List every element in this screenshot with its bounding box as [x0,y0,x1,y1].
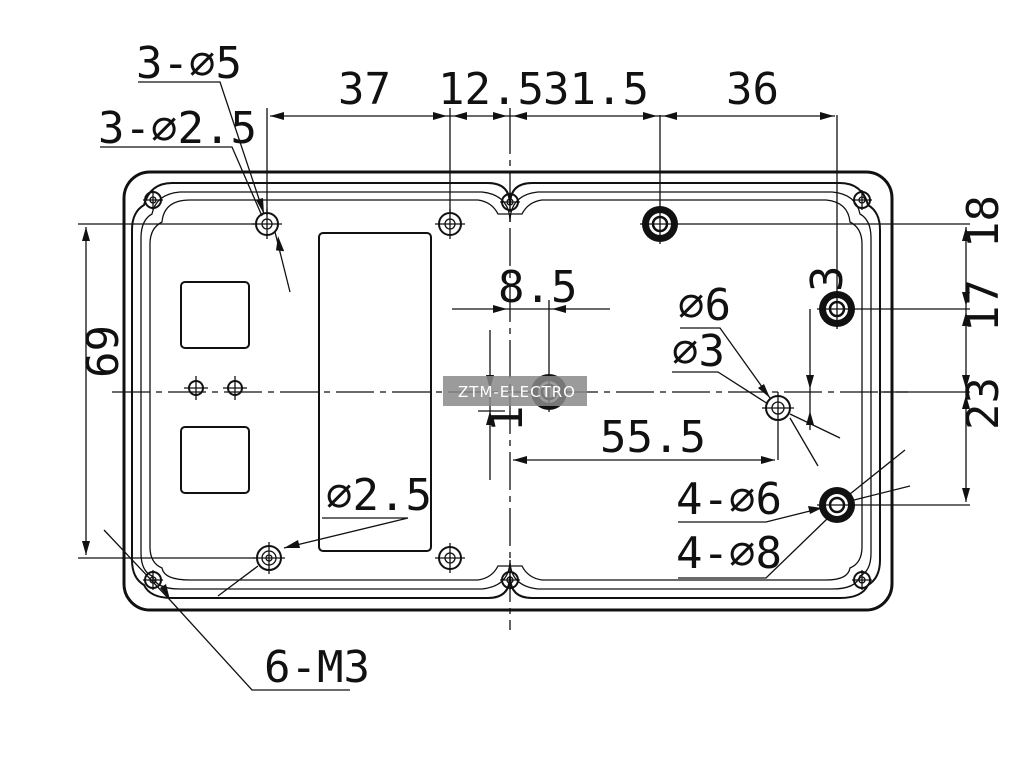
dimension-lines [78,81,970,691]
callout-d3: ⌀3 [672,326,725,377]
screw-hole-bottom-right [852,570,872,590]
watermark-text: ZTM-ELECTRO [458,383,576,401]
dim-1: 1 [482,406,533,433]
screw-hole-top-center [500,192,520,212]
dimension-labels: 37 12.5 31.5 36 8.5 55.5 69 18 17 23 3 1… [78,38,1009,693]
boss-top-mid [435,209,465,239]
boss-bottom-mid [435,543,465,573]
boss-bottom-left [253,542,285,574]
dim-8-5: 8.5 [498,262,577,313]
dim-31-5: 31.5 [543,64,649,115]
display-window [318,232,432,552]
screw-hole-bottom-center [500,570,520,590]
dim-37: 37 [338,64,391,115]
callout-d6: ⌀6 [678,280,731,331]
hole-d3-right [762,392,794,460]
dim-12-5: 12.5 [438,64,544,115]
watermark-badge [443,376,587,406]
dim-17: 17 [958,279,1009,332]
watermark: ZTM-ELECTRO [443,376,587,406]
screw-hole-bottom-left [143,570,163,590]
heavy-boss-right [817,115,970,329]
dim-18: 18 [958,195,1009,248]
callout-6-m3: 6-M3 [264,642,370,693]
internal-features [180,232,432,552]
callout-4-d8: 4-⌀8 [676,528,782,579]
callout-3-d2-5: 3-⌀2.5 [98,103,257,154]
dim-36: 36 [726,64,779,115]
dim-3: 3 [802,266,853,293]
small-hole-left-2 [223,376,247,400]
callout-4-d6: 4-⌀6 [676,474,782,525]
outer-outline [122,170,894,612]
dim-23: 23 [958,377,1009,430]
dim-55-5: 55.5 [600,412,706,463]
heavy-boss-top [640,115,970,244]
dim-69: 69 [78,325,129,378]
gasket-inner [140,191,872,590]
screw-hole-top-right [852,190,872,210]
callout-3-d5: 3-⌀5 [136,38,242,89]
inner-wall [149,199,863,581]
heavy-boss-bottom-right [817,487,970,523]
callout-d2-5: ⌀2.5 [326,470,432,521]
square-boss-bottom [180,426,250,494]
small-hole-left-1 [184,376,208,400]
square-boss-top [180,281,250,349]
screw-hole-top-left [143,190,163,210]
